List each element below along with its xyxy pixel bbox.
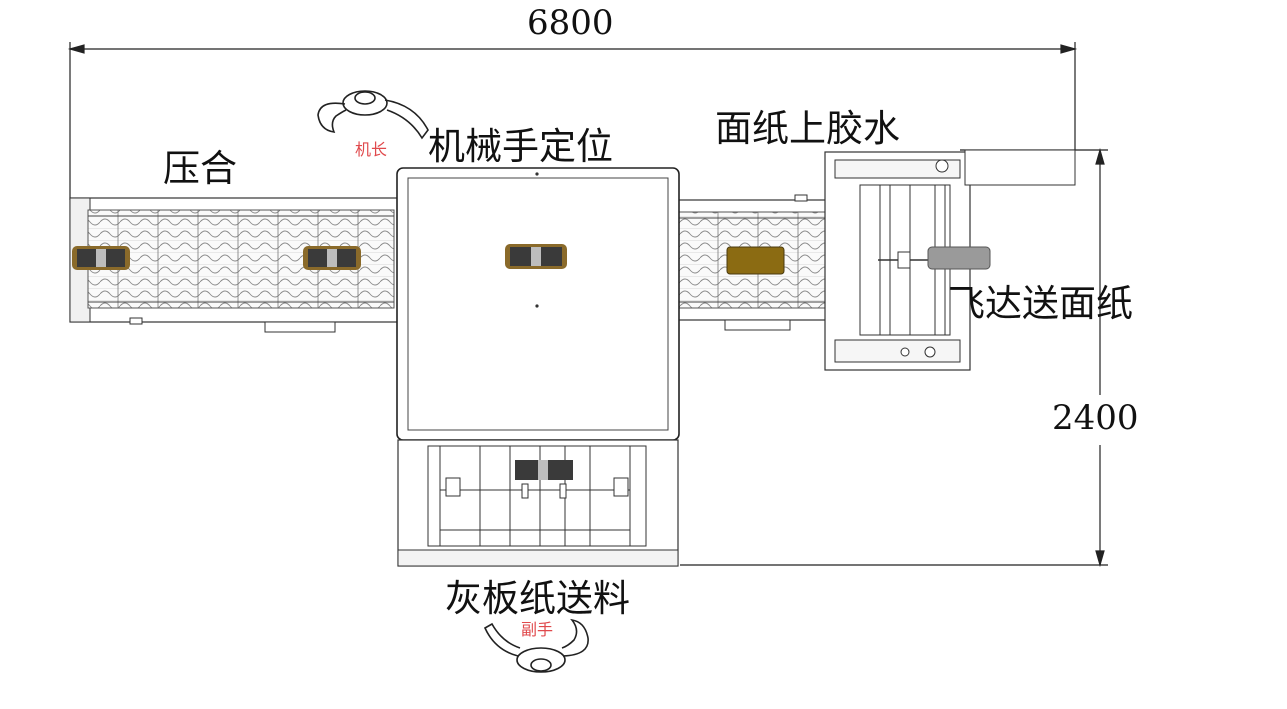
operator-figure-bottom	[483, 618, 589, 673]
operator-figure-top	[317, 90, 429, 140]
robot-positioning-table	[396, 167, 680, 441]
greyboard-feed-label: 灰板纸送料	[445, 577, 630, 620]
robot-positioning-label: 机械手定位	[428, 125, 613, 168]
face-paper-gluing-label: 面纸上胶水	[715, 107, 900, 150]
face-paper-sheet	[927, 246, 991, 270]
board-piece-press-1	[72, 246, 130, 270]
width-dimension-line	[680, 147, 1110, 568]
face-paper-feeder	[824, 149, 1076, 371]
operator-assistant-label: 副手	[521, 620, 554, 639]
board-piece-press-2	[303, 246, 361, 270]
press-station-label: 压合	[163, 147, 237, 190]
feida-feed-label: 飞达送面纸	[948, 282, 1133, 325]
glued-face-paper	[726, 246, 785, 275]
operator-main-label: 机长	[355, 140, 388, 159]
board-piece-positioning	[505, 244, 567, 269]
board-piece-feed	[515, 460, 573, 480]
greyboard-feed-unit	[397, 439, 679, 567]
overall-length-label: 6800	[527, 3, 614, 43]
length-dimension-line	[67, 42, 1078, 200]
overall-width-label: 2400	[1052, 398, 1139, 438]
